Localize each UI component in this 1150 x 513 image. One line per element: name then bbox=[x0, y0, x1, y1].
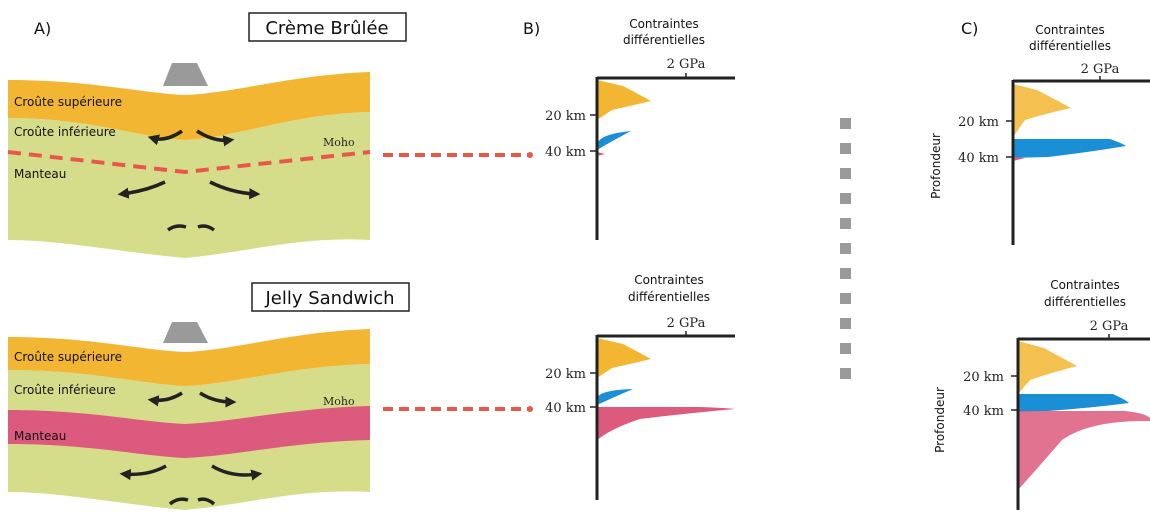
mantle-label: Manteau bbox=[14, 429, 66, 443]
flow-arrow bbox=[147, 129, 183, 146]
depth-axis-label: Profondeur bbox=[929, 133, 943, 199]
panel-label-b: B) bbox=[523, 19, 540, 38]
scale-label: 2 GPa bbox=[667, 57, 706, 72]
scale-label: 2 GPa bbox=[1081, 62, 1120, 77]
model-creme-brulee: Crème Brûlée Croûte supérieure Croûte in… bbox=[7, 12, 407, 258]
depth-axis-label: Profondeur bbox=[933, 387, 947, 453]
upper-crust-layer bbox=[8, 329, 370, 386]
model-title-box bbox=[251, 282, 410, 312]
scale-label: 2 GPa bbox=[1090, 319, 1129, 334]
flow-arrow bbox=[199, 391, 237, 408]
depth-tick-label: 20 km bbox=[958, 115, 999, 130]
model-title: Crème Brûlée bbox=[265, 18, 388, 39]
flow-arrow-small bbox=[168, 497, 216, 506]
upper-crust-layer bbox=[8, 72, 370, 140]
stress-graph-b-bottom: Contraintes différentielles 2 GPa 20 km … bbox=[545, 273, 735, 500]
upper-crust-stress bbox=[597, 338, 651, 378]
panel-separator bbox=[840, 118, 851, 379]
lower-crust-stress bbox=[597, 131, 631, 150]
upper-crust-label: Croûte supérieure bbox=[14, 350, 122, 364]
flow-arrows bbox=[117, 129, 261, 200]
flow-arrows bbox=[119, 391, 263, 481]
mountain bbox=[163, 63, 208, 86]
lower-crust-stress bbox=[1018, 394, 1129, 412]
flow-arrow bbox=[211, 464, 263, 481]
depth-tick-label: 20 km bbox=[963, 370, 1004, 385]
lower-crust-label: Croûte inférieure bbox=[14, 383, 116, 397]
model-title: Jelly Sandwich bbox=[264, 288, 394, 309]
graph-title: différentielles bbox=[1044, 295, 1126, 309]
flow-arrow-small bbox=[166, 224, 216, 232]
model-jelly-sandwich: Jelly Sandwich Croûte supérieure Croûte … bbox=[8, 282, 410, 510]
graph-title: Contraintes bbox=[634, 273, 704, 287]
stress-graph-b-top: Contraintes différentielles 2 GPa 20 km … bbox=[545, 17, 735, 240]
lower-crust-stress bbox=[1013, 139, 1126, 158]
model-title-box bbox=[248, 12, 407, 42]
flow-arrow bbox=[147, 391, 183, 407]
scale-label: 2 GPa bbox=[667, 316, 706, 331]
depth-tick-label: 40 km bbox=[958, 151, 999, 166]
flow-arrow bbox=[117, 180, 166, 199]
connector-end bbox=[527, 406, 533, 412]
mantle-stress bbox=[1013, 157, 1025, 161]
lower-crust-mantle-block bbox=[8, 112, 370, 258]
depth-tick-label: 40 km bbox=[545, 145, 586, 160]
lower-crust-stress bbox=[597, 389, 633, 405]
mantle-layer bbox=[8, 406, 370, 458]
upper-crust-stress bbox=[1018, 341, 1077, 394]
stress-graph-c-top: Contraintes différentielles 2 GPa 20 km … bbox=[929, 23, 1150, 245]
graph-title: Contraintes bbox=[1035, 23, 1105, 37]
upper-crust-label: Croûte supérieure bbox=[14, 95, 122, 109]
mantle-stress bbox=[597, 407, 735, 440]
lower-crust-label: Croûte inférieure bbox=[14, 125, 116, 139]
mantle-stress bbox=[1018, 411, 1150, 490]
depth-tick-label: 40 km bbox=[545, 401, 586, 416]
graph-title: Contraintes bbox=[629, 17, 699, 31]
connector-end bbox=[527, 152, 533, 158]
moho-label: Moho bbox=[323, 136, 355, 149]
graph-title: différentielles bbox=[628, 290, 710, 304]
upper-crust-stress bbox=[1013, 84, 1071, 137]
mantle-stress bbox=[597, 152, 605, 156]
panel-label-c: C) bbox=[961, 19, 978, 38]
flow-arrow bbox=[196, 129, 235, 147]
moho-label: Moho bbox=[323, 395, 355, 408]
upper-crust-stress bbox=[597, 80, 651, 120]
depth-tick-label: 20 km bbox=[545, 367, 586, 382]
mountain bbox=[163, 322, 208, 343]
flow-arrow bbox=[119, 464, 167, 481]
panel-label-a: A) bbox=[34, 19, 51, 38]
graph-title: différentielles bbox=[1029, 39, 1111, 53]
mantle-label: Manteau bbox=[14, 167, 66, 181]
moho-line bbox=[7, 150, 371, 175]
stress-graph-c-bottom: Contraintes différentielles 2 GPa 20 km … bbox=[933, 278, 1150, 510]
graph-title: différentielles bbox=[623, 33, 705, 47]
depth-tick-label: 20 km bbox=[545, 109, 586, 124]
depth-tick-label: 40 km bbox=[963, 404, 1004, 419]
graph-title: Contraintes bbox=[1050, 278, 1120, 292]
flow-arrow bbox=[209, 180, 261, 200]
